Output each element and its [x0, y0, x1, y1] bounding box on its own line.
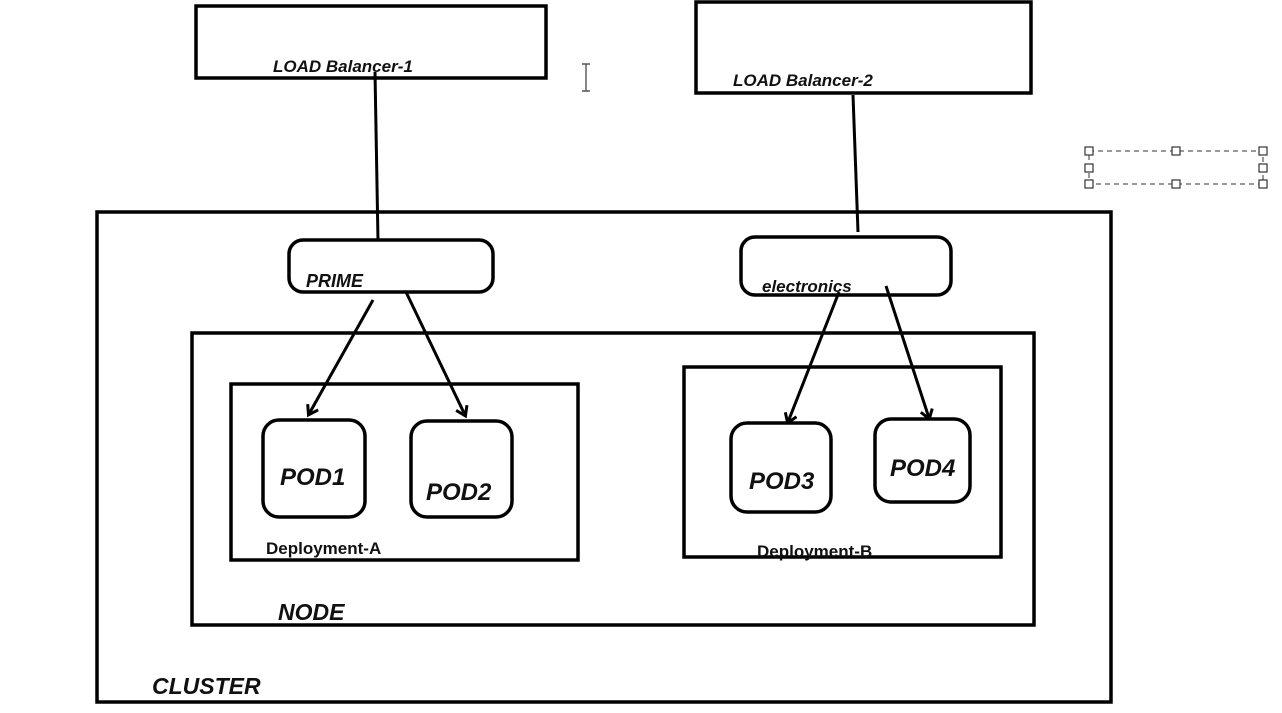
prime-service-label: PRIME: [306, 271, 364, 291]
resize-handle-top[interactable]: [1171, 146, 1181, 156]
pod1-box[interactable]: [261, 418, 367, 519]
lb2-to-electronics-connector: [851, 94, 860, 233]
resize-handle-top-left[interactable]: [1084, 146, 1094, 156]
load-balancer-1-box[interactable]: [194, 4, 548, 80]
pod2-box[interactable]: [409, 419, 514, 519]
node-label: NODE: [278, 599, 345, 625]
load-balancer-2-box[interactable]: [694, 0, 1033, 95]
prime-to-pod2-arrow: [404, 291, 465, 415]
deployment-b-label: Deployment-B: [757, 542, 872, 561]
pod2-label: POD2: [426, 479, 492, 506]
electronics-to-pod4-arrow: [884, 285, 929, 418]
electronics-service-box[interactable]: [739, 235, 953, 297]
pod3-label: POD3: [749, 468, 815, 495]
load-balancer-2-label: LOAD Balancer-2: [733, 71, 873, 90]
text-cursor-icon: [582, 63, 590, 92]
resize-handle-bottom-left[interactable]: [1084, 179, 1094, 189]
resize-handle-right[interactable]: [1258, 163, 1268, 173]
electronics-to-pod3-arrow: [788, 291, 841, 422]
pod4-label: POD4: [890, 455, 955, 482]
pod3-box[interactable]: [729, 421, 833, 514]
pod1-label: POD1: [280, 464, 345, 491]
cluster-box[interactable]: [95, 210, 1113, 704]
cluster-label: CLUSTER: [152, 673, 261, 699]
node-box[interactable]: [190, 331, 1036, 627]
resize-handle-bottom[interactable]: [1171, 179, 1181, 189]
resize-handle-left[interactable]: [1084, 163, 1094, 173]
resize-handle-bottom-right[interactable]: [1258, 179, 1268, 189]
deployment-a-box[interactable]: [229, 382, 580, 562]
resize-handle-top-right[interactable]: [1258, 146, 1268, 156]
prime-to-pod1-arrow: [309, 299, 375, 414]
lb1-to-prime-connector: [373, 71, 380, 242]
load-balancer-1-label: LOAD Balancer-1: [273, 57, 413, 76]
electronics-service-label: electronics: [762, 277, 852, 296]
deployment-a-label: Deployment-A: [266, 539, 381, 558]
empty-text-box-selection[interactable]: [1084, 146, 1268, 189]
deployment-b-box[interactable]: [682, 365, 1003, 559]
prime-service-box[interactable]: [287, 238, 495, 294]
pod4-box[interactable]: [873, 417, 972, 504]
